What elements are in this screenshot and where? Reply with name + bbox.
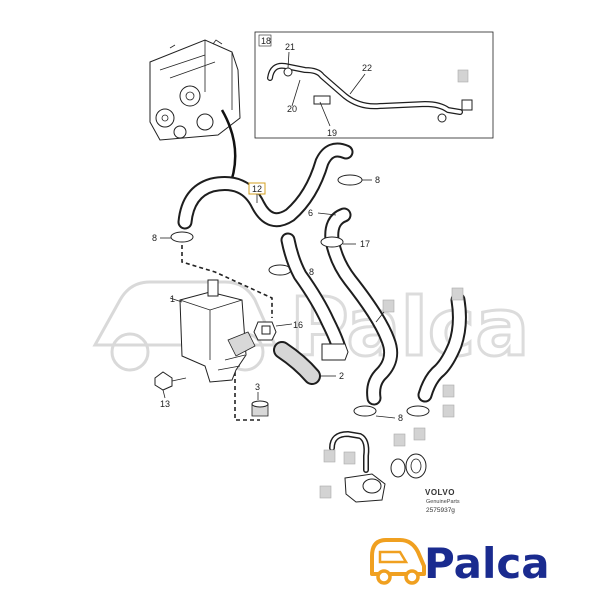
hose-2: 2 — [273, 341, 349, 385]
clamp-lower: 8 — [353, 405, 430, 423]
cap-3: 3 — [251, 382, 269, 417]
callout-22: 22 — [362, 63, 372, 73]
dashed-connector-bottom — [234, 372, 260, 421]
fitting-16: 16 — [253, 320, 303, 341]
callout-18: 18 — [261, 36, 271, 46]
part-image-placeholder — [457, 69, 469, 83]
inset-detail-box: 18 21 22 20 19 — [254, 31, 494, 139]
callout-2: 2 — [339, 371, 344, 381]
callout-8a: 8 — [375, 175, 380, 185]
callout-21: 21 — [285, 42, 295, 52]
callout-16: 16 — [293, 320, 303, 330]
callout-17: 17 — [360, 239, 370, 249]
logo-text: Palca — [424, 539, 550, 588]
clamp-upper-right: 8 — [337, 174, 380, 186]
callout-8d: 8 — [398, 413, 403, 423]
dashed-connector-left — [181, 245, 273, 318]
brand-name: VOLVO — [425, 488, 455, 497]
callout-20: 20 — [287, 104, 297, 114]
callout-12: 12 — [252, 184, 262, 194]
callout-8b: 8 — [152, 233, 157, 243]
callout-19: 19 — [327, 128, 337, 138]
hose-inner: 17 — [280, 232, 370, 360]
callout-8c: 8 — [309, 267, 314, 277]
bolt-13: 13 — [154, 371, 187, 409]
engine-illustration — [149, 39, 241, 191]
car-icon — [370, 538, 426, 585]
volvo-brand-block: VOLVO GenuineParts 2575937g — [425, 488, 460, 514]
callout-box-18 — [258, 34, 272, 47]
hose-12: 12 — [177, 142, 354, 230]
document-number: 2575937g — [426, 507, 455, 514]
callout-13: 13 — [160, 399, 170, 409]
callout-3: 3 — [255, 382, 260, 392]
callout-1: 1 — [170, 294, 175, 304]
brand-subtitle: GenuineParts — [426, 499, 460, 505]
clamp-upper-left: 8 — [152, 231, 194, 243]
palca-logo: Palca — [370, 538, 550, 588]
thermostat-housing-group — [319, 427, 427, 503]
hose-right — [375, 287, 467, 418]
callout-6: 6 — [308, 208, 313, 218]
expansion-tank: 1 — [169, 279, 256, 383]
